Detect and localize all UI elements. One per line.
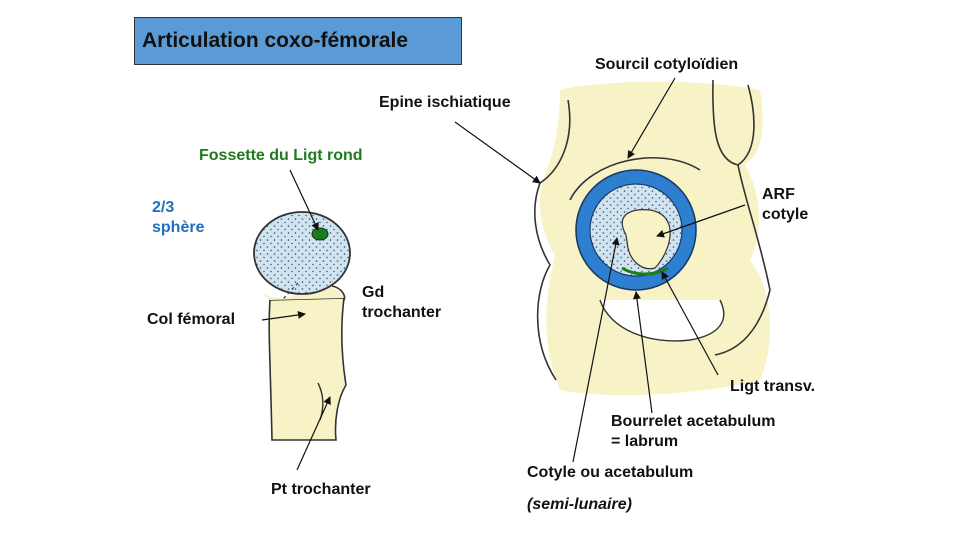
sourcil-arc bbox=[569, 157, 701, 201]
neck-dashed-line bbox=[281, 282, 299, 301]
bourrelet-label-line1: Bourrelet acetabulum bbox=[611, 413, 776, 430]
col-label: Col fémoral bbox=[147, 311, 236, 328]
diagram-title: Articulation coxo-fémorale bbox=[142, 29, 409, 52]
pt-trochanter-arrow bbox=[296, 396, 331, 471]
epine-label: Epine ischiatique bbox=[379, 94, 511, 111]
col-arrow bbox=[261, 311, 306, 321]
arf-label-line1: ARF bbox=[762, 186, 795, 203]
semi-lunaire-label: (semi-lunaire) bbox=[527, 496, 632, 513]
sourcil-arrow bbox=[627, 77, 676, 159]
title-box: Articulation coxo-fémorale bbox=[134, 17, 462, 65]
bourrelet-label-line2: = labrum bbox=[611, 433, 679, 450]
sphere-label-line1: 2/3 bbox=[152, 199, 175, 216]
ligt-transv-label: Ligt transv. bbox=[730, 378, 816, 395]
sphere-label-line2: sphère bbox=[152, 219, 205, 236]
gd-trochanter-outline bbox=[331, 285, 346, 301]
sourcil-label: Sourcil cotyloïdien bbox=[595, 56, 739, 73]
bourrelet-arrow bbox=[632, 291, 653, 414]
gd-trochanter-label-line2: trochanter bbox=[362, 304, 442, 321]
obturator-foramen bbox=[599, 299, 725, 342]
ligt-transv-arrow bbox=[661, 271, 719, 376]
transverse-ligament bbox=[621, 266, 669, 276]
arf-fossa bbox=[621, 209, 671, 270]
epine-arrow bbox=[454, 121, 541, 184]
gd-trochanter-label-line1: Gd bbox=[362, 284, 385, 301]
fossette-label: Fossette du Ligt rond bbox=[199, 147, 363, 164]
cotyle-arrow bbox=[572, 237, 620, 463]
fossette-marker bbox=[311, 227, 329, 241]
arf-label-line2: cotyle bbox=[762, 206, 809, 223]
iliac-crest bbox=[712, 79, 755, 166]
right-outline bbox=[714, 164, 771, 356]
femoral-head bbox=[253, 211, 351, 295]
femur-drawing bbox=[253, 211, 351, 441]
arf-arrow bbox=[656, 204, 746, 238]
hip-drawing bbox=[534, 79, 771, 396]
ischiatic-outline bbox=[534, 99, 571, 381]
pt-trochanter-label: Pt trochanter bbox=[271, 481, 371, 498]
fossette-arrow bbox=[289, 169, 319, 231]
femur-shaft bbox=[268, 297, 347, 441]
cotyle-label: Cotyle ou acetabulum bbox=[527, 464, 694, 481]
